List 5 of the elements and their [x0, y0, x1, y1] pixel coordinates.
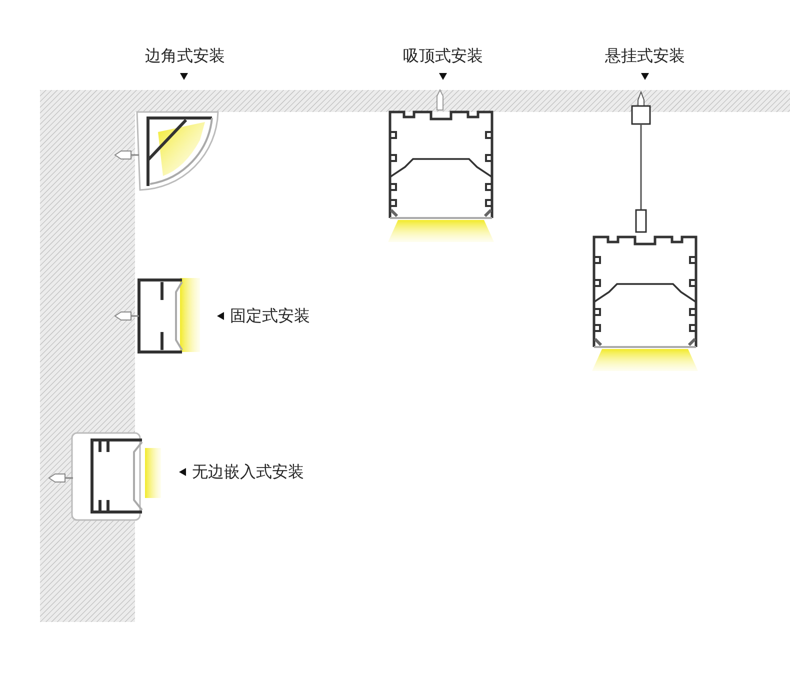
- mounting-label: 无边嵌入式安装: [192, 462, 304, 482]
- mounting-label: 边角式安装: [145, 46, 225, 66]
- mounting-label: 悬挂式安装: [605, 46, 685, 66]
- mounting-label: 吸顶式安装: [403, 46, 483, 66]
- mounting-label: 固定式安装: [230, 306, 310, 326]
